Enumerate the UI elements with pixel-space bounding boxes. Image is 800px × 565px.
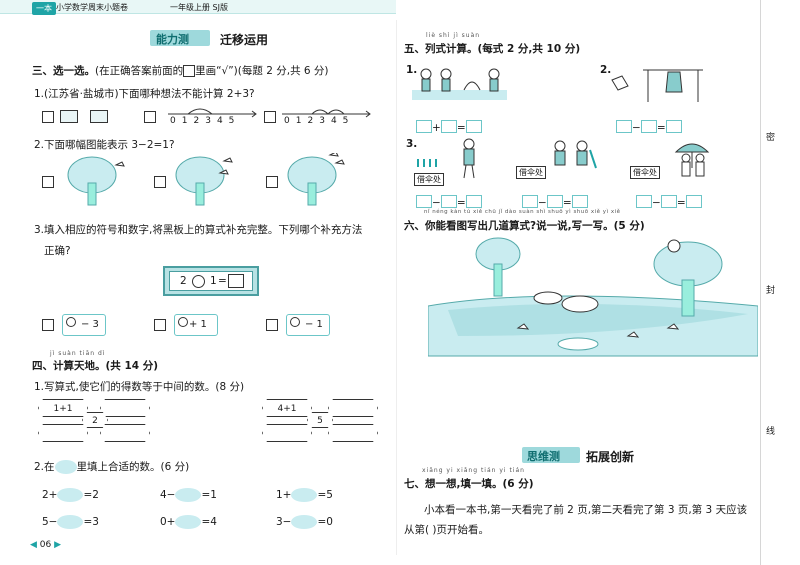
board-equals: = — [218, 275, 227, 287]
fill-row-2-b: 0+=4 — [160, 515, 217, 529]
q5-item-3-label: 3. — [406, 138, 418, 150]
numberline-b-labels: 012345 — [170, 116, 241, 126]
q5-equation-2: −= — [616, 116, 682, 135]
hex-b-center: 5 — [307, 412, 333, 428]
q3-p1-checkbox-a[interactable] — [42, 111, 54, 123]
page-header: 一本 小学数学周末小题卷 一年级上册 SJ版 — [0, 0, 396, 15]
board-mid-number: 1 — [210, 275, 217, 287]
q4-p1-text: 1.写算式,使它们的得数等于中间的数。(8 分) — [34, 381, 245, 393]
umbrella-stand-1: 借伞处 — [414, 154, 444, 186]
grade-label: 一年级上册 SJ版 — [170, 3, 228, 12]
board-left-number: 2 — [180, 275, 187, 287]
tree-birds-image-c — [287, 153, 345, 206]
q5-item-1-label: 1. — [406, 64, 418, 76]
banner-ability: 能力测 迁移运用 — [150, 30, 270, 47]
q3-p3-text-1: 3.填入相应的符号和数字,将黑板上的算式补充完整。下列哪个补充方法 — [34, 224, 363, 236]
q3-p2-checkbox-a[interactable] — [42, 176, 54, 188]
tree-birds-image-b — [175, 156, 233, 206]
banner-thinking: 思维测 拓展创新 — [522, 447, 642, 464]
park-scene-image — [428, 237, 758, 357]
hex-a-top-left: 1+1 — [38, 399, 88, 417]
brand-chip: 一本 — [32, 2, 56, 15]
umbrella-stand-2: 借伞处 — [516, 154, 546, 179]
q5-item-2-label: 2. — [600, 64, 612, 76]
page-number: ◀ 06 ▶ — [30, 540, 62, 550]
binding-char-3: 线 — [766, 427, 776, 437]
page-divider — [396, 20, 397, 555]
binding-line — [760, 0, 761, 565]
q6-heading: 六、你能看图写出几道算式?说一说,写一写。(5 分) — [404, 220, 645, 232]
q5-heading: 五、列式计算。(每式 2 分,共 10 分) — [404, 43, 581, 55]
q3-p3-text-2: 正确? — [44, 245, 71, 257]
hex-a-bottom-right[interactable] — [100, 424, 150, 442]
q5-equation-3b: −= — [522, 191, 588, 210]
hex-b-bottom-right[interactable] — [328, 424, 378, 442]
hex-a-center: 2 — [82, 412, 108, 428]
banner2-prefix: 思维测 — [527, 450, 560, 463]
numberline-c-labels: 012345 — [284, 116, 355, 126]
q6-pinyin: nǐ néng kàn tú xiě chū jǐ dào suàn shì s… — [424, 209, 621, 215]
q4-heading: 四、计算天地。(共 14 分) — [32, 360, 159, 372]
fill-row-1-b: 4−=1 — [160, 488, 217, 502]
q3-p3-checkbox-c[interactable] — [266, 319, 278, 331]
q3-p1-numberline-b — [168, 108, 257, 118]
children-umbrella-image-2 — [554, 140, 597, 169]
q7-heading: 七、想一想,填一填。(6 分) — [404, 478, 534, 490]
tree-birds-image-a — [67, 156, 125, 206]
children-umbrella-image-1 — [463, 138, 475, 179]
q3-p2-checkbox-b[interactable] — [154, 176, 166, 188]
board-blank-circle — [192, 275, 205, 288]
q3-p1-option-a — [60, 108, 115, 126]
q5-equation-3a: −= — [416, 191, 482, 210]
kids-playing-image — [412, 68, 507, 100]
blackboard: 2 1 = — [163, 266, 259, 296]
q4-pinyin: jì suàn tiān dì — [50, 350, 106, 357]
umbrella-stand-3: 借伞处 — [630, 154, 660, 179]
fill-row-1-a: 2+=2 — [42, 488, 99, 502]
binding-char-2: 封 — [766, 286, 776, 296]
hex-b-top-right[interactable] — [328, 399, 378, 417]
hex-b-bottom-left[interactable] — [262, 424, 312, 442]
hex-a-bottom-left[interactable] — [38, 424, 88, 442]
q4-p2-text: 2.在里填上合适的数。(6 分) — [34, 460, 190, 474]
fill-row-2-c: 3−=0 — [276, 515, 333, 529]
q3-p3-checkbox-b[interactable] — [154, 319, 166, 331]
q3-p2-checkbox-c[interactable] — [266, 176, 278, 188]
fill-row-1-c: 1+=5 — [276, 488, 333, 502]
q3-p2-text: 2.下面哪幅图能表示 3−2=1? — [34, 139, 175, 151]
series-title: 小学数学周末小题卷 — [56, 3, 128, 12]
q3-p1-checkbox-b[interactable] — [144, 111, 156, 123]
board-blank-box — [228, 274, 244, 288]
banner-prefix: 能力测 — [156, 33, 189, 46]
children-umbrella-image-3 — [674, 143, 710, 177]
banner2-title: 拓展创新 — [586, 450, 635, 464]
q3-p3-checkbox-a[interactable] — [42, 319, 54, 331]
q5-pinyin: liè shì jì suàn — [426, 32, 481, 39]
q3-p3-option-c: − 1 — [286, 314, 330, 336]
q3-p3-option-a: − 3 — [62, 314, 106, 336]
fill-row-2-a: 5−=3 — [42, 515, 99, 529]
q7-pinyin: xiǎng yi xiǎng tián yi tián — [422, 467, 525, 474]
q3-heading: 三、选一选。(在正确答案前面的里画“√”)(每题 2 分,共 6 分) — [32, 65, 329, 77]
q5-equation-3c: −= — [636, 191, 702, 210]
q3-p1-text: 1.(江苏省·盐城市)下面哪种想法不能计算 2+3? — [34, 88, 255, 100]
q7-line-2: 从第( )页开始看。 — [404, 524, 490, 536]
q7-line-1: 小本看一本书,第一天看完了前 2 页,第二天看完了第 3 页,第 3 天应该 — [424, 504, 748, 516]
hex-a-top-right[interactable] — [100, 399, 150, 417]
binding-char-1: 密 — [766, 133, 776, 143]
q3-p1-numberline-c — [282, 109, 371, 118]
q3-p3-option-b: + 1 — [174, 314, 218, 336]
q5-equation-1: += — [416, 116, 482, 135]
laundry-line-image — [611, 69, 703, 102]
hex-b-top-left: 4+1 — [262, 399, 312, 417]
banner-title: 迁移运用 — [220, 33, 269, 47]
q3-p1-checkbox-c[interactable] — [264, 111, 276, 123]
